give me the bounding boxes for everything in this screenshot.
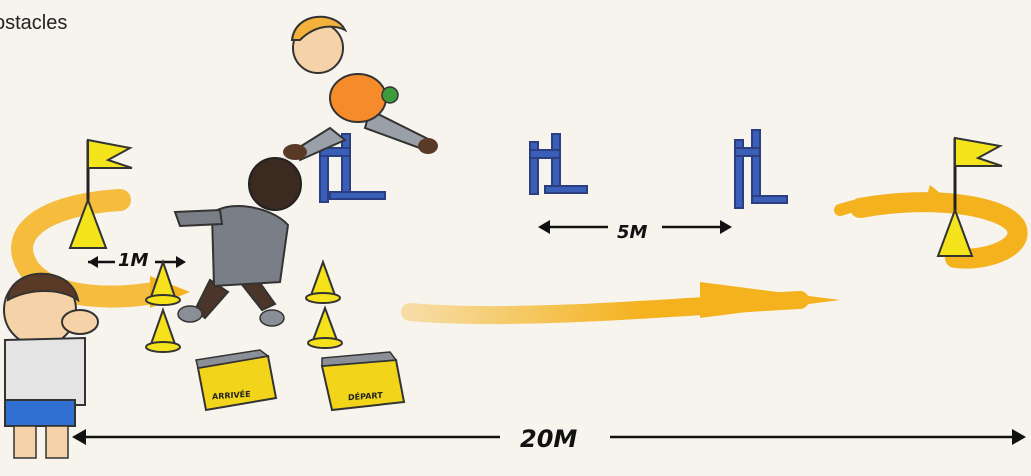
cone-icon [145, 258, 181, 306]
twenty-meter-label: 20M [520, 425, 578, 453]
child-whistle [3, 272, 99, 459]
flag-icon [68, 138, 133, 249]
twenty-meter-arrow [72, 429, 1026, 445]
five-meter-arrow [538, 220, 732, 234]
one-meter-label: 1M [118, 250, 149, 271]
five-meter-label: 5M [617, 222, 648, 243]
flag-icon [936, 136, 1003, 257]
caption-text: ostacles [0, 12, 68, 34]
box-icon [195, 349, 278, 412]
hurdle-icon [734, 129, 788, 209]
child-running [173, 157, 302, 327]
hurdle-icon [529, 133, 588, 195]
cone-icon [307, 305, 343, 349]
one-meter-arrow [88, 256, 186, 268]
cone-icon [305, 259, 341, 304]
cone-icon [145, 306, 181, 353]
box-icon [320, 351, 406, 412]
center-track-arrow [401, 282, 840, 325]
child-jumping [283, 15, 438, 162]
right-track-arrow [834, 185, 1028, 269]
